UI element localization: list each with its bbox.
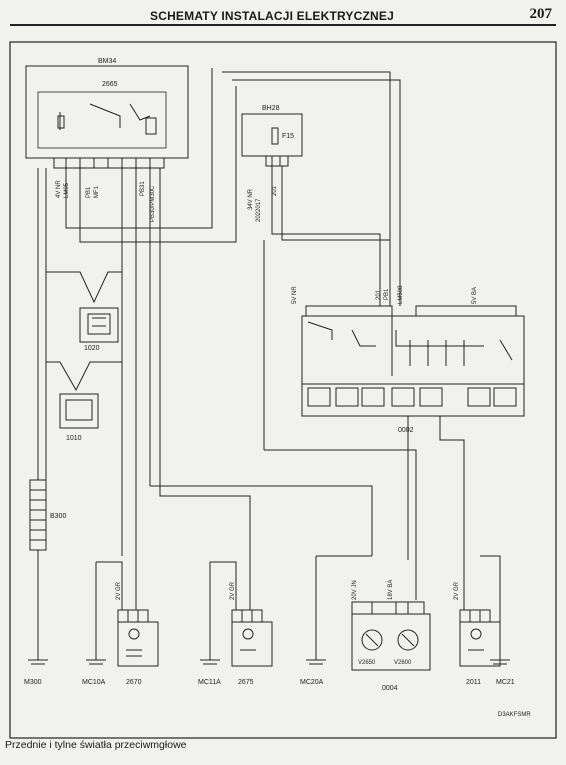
bsi-wire-label-2: PB1 xyxy=(86,186,92,198)
ground-label-4: MC21 xyxy=(496,679,515,686)
bsi-sub-label: 2665 xyxy=(102,81,118,88)
fog-lamp-2670 xyxy=(117,621,159,667)
fog-right-wire-label: 2V GR xyxy=(230,581,236,600)
switch-wire-label-2: LM508 xyxy=(398,285,404,304)
ground-label-3: MC20A xyxy=(300,679,324,686)
relay-1-ref-label: 1020 xyxy=(84,345,100,352)
fog-rear-wire-label: 2V GR xyxy=(454,581,460,600)
fuse-wire-label-0: 34V NR xyxy=(248,188,254,210)
figure-caption: Przednie i tylne światła przeciwmgłowe xyxy=(5,739,187,751)
bsi-wire-label-5: PB30/PM30C xyxy=(150,185,156,222)
fog-front-sub-right: V2600 xyxy=(394,660,412,666)
ground-label-2: MC11A xyxy=(198,679,221,686)
header-rule xyxy=(10,24,556,26)
diagram-frame xyxy=(9,41,557,739)
fog-left-wire-label: 2V GR xyxy=(116,581,122,600)
relay-1020 xyxy=(79,307,119,343)
diagram-code: D3AKFSMR xyxy=(498,712,531,718)
fuse-wire-label-1: 2022017 xyxy=(256,198,262,222)
fog-front-ref-label: 0004 xyxy=(382,685,398,692)
fog-front-sub-left: V2650 xyxy=(358,660,376,666)
bsi-wire-label-4: PB31 xyxy=(140,181,146,196)
relay-1010 xyxy=(59,393,99,429)
page-header: SCHEMATY INSTALACJI ELEKTRYCZNEJ 207 xyxy=(0,0,566,26)
switch-module-ref-label: 0002 xyxy=(398,427,414,434)
bsi-box xyxy=(25,65,189,159)
bsi-wire-label-0: 4V NR xyxy=(56,180,62,198)
switch-wire-label-1: PB1 xyxy=(384,288,390,300)
switch-module xyxy=(301,315,525,417)
page-title: SCHEMATY INSTALACJI ELEKTRYCZNEJ xyxy=(150,9,394,23)
fog-lamp-2011 xyxy=(459,621,501,667)
switch-connector-label-1: 5V BA xyxy=(472,287,478,304)
fog-front-wire-label-0: 20V JN xyxy=(352,580,358,600)
switch-wire-label-0: 201 xyxy=(376,289,382,300)
fog-right-ref-label: 2675 xyxy=(238,679,254,686)
fuse-label: F15 xyxy=(282,133,294,140)
ground-label-0: M300 xyxy=(24,679,42,686)
fog-front-wire-label-1: 18V BA xyxy=(388,580,394,600)
switch-connector-label-0: 5V NR xyxy=(292,286,298,304)
bsi-ref-label: BM34 xyxy=(98,58,116,65)
ground-label-1: MC10A xyxy=(82,679,106,686)
fog-rear-ref-label: 2011 xyxy=(466,679,481,686)
page-number: 207 xyxy=(529,6,553,22)
fog-lamp-0004 xyxy=(351,613,431,671)
connector-block-ref-label: B300 xyxy=(50,513,66,520)
fog-lamp-2675 xyxy=(231,621,273,667)
bsi-wire-label-3: MF1 xyxy=(94,185,100,198)
fuse-box-ref-label: BH28 xyxy=(262,105,280,112)
bsi-wire-label-1: LM05 xyxy=(64,182,70,198)
relay-2-ref-label: 1010 xyxy=(66,435,82,442)
grounds xyxy=(28,659,510,665)
fuse-wire-label-2: 201 xyxy=(272,185,278,196)
fog-left-ref-label: 2670 xyxy=(126,679,142,686)
